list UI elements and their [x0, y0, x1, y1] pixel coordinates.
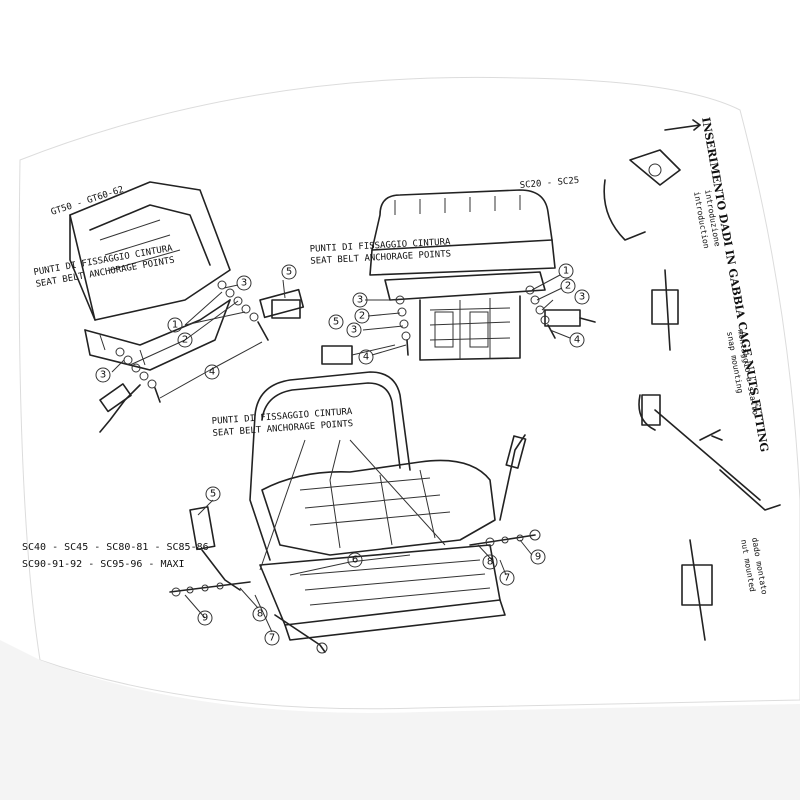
svg-text:5: 5	[286, 267, 292, 278]
seat-sc40	[249, 371, 527, 654]
callout-5-tl: 5	[281, 264, 297, 280]
svg-text:7: 7	[504, 573, 510, 584]
callout-5-sc40: 5	[205, 486, 221, 502]
svg-text:8: 8	[257, 609, 263, 620]
svg-text:3: 3	[100, 370, 106, 381]
callout-8-sc40-l: 8	[252, 606, 268, 622]
callout-3-sc20-a: 3	[352, 292, 368, 308]
seat-sc20	[369, 189, 556, 361]
models-bottom-line1: SC40 - SC45 - SC80-81 - SC85-86	[22, 542, 209, 553]
svg-text:1: 1	[563, 266, 569, 277]
svg-text:2: 2	[182, 335, 188, 346]
svg-text:3: 3	[351, 325, 357, 336]
svg-text:2: 2	[565, 281, 571, 292]
svg-text:5: 5	[333, 317, 339, 328]
svg-text:2: 2	[359, 311, 365, 322]
hardware-sc40-left	[169, 506, 251, 597]
callout-3-sc20-r: 3	[574, 289, 590, 305]
callout-4-tl: 4	[204, 364, 220, 380]
step-introduction-figure	[603, 119, 701, 241]
callout-3-tl-b: 3	[95, 367, 111, 383]
callout-1-sc20-r: 1	[558, 263, 574, 279]
svg-text:5: 5	[210, 489, 216, 500]
paper-shadow	[0, 640, 800, 800]
callout-1-tl: 1	[167, 317, 183, 333]
callout-7-sc40-r: 7	[499, 570, 515, 586]
svg-text:9: 9	[535, 552, 541, 563]
callout-2-sc20-r: 2	[560, 278, 576, 294]
models-bottom: SC40 - SC45 - SC80-81 - SC85-86 SC90-91-…	[22, 542, 209, 570]
models-bottom-line2: SC90-91-92 - SC95-96 - MAXI	[22, 559, 185, 570]
callout-3-tl-a: 3	[236, 275, 252, 291]
svg-text:4: 4	[209, 367, 215, 378]
paper-sheet	[18, 76, 800, 710]
callout-7-sc40-l: 7	[264, 630, 280, 646]
step-mounted-figure	[681, 539, 713, 641]
svg-text:1: 1	[172, 320, 178, 331]
svg-text:3: 3	[357, 295, 363, 306]
callout-4-sc20-l: 4	[358, 349, 374, 365]
svg-text:6: 6	[352, 555, 358, 566]
callout-2-sc20-l: 2	[354, 308, 370, 324]
seat-gt50	[69, 181, 231, 371]
callout-5-sc20-l: 5	[328, 314, 344, 330]
callout-8-sc40-r: 8	[482, 554, 498, 570]
callout-4-sc20-r: 4	[569, 332, 585, 348]
callout-2-tl: 2	[177, 332, 193, 348]
svg-text:7: 7	[269, 633, 275, 644]
hardware-stack-top-left	[217, 280, 305, 341]
svg-text:4: 4	[363, 352, 369, 363]
svg-text:9: 9	[202, 613, 208, 624]
callout-9-sc40-r: 9	[530, 549, 546, 565]
hardware-sc20-left	[321, 295, 411, 365]
svg-text:8: 8	[487, 557, 493, 568]
anchorage-lines-bottom	[259, 439, 446, 571]
svg-text:4: 4	[574, 335, 580, 346]
leader-lines-sc20	[362, 274, 571, 356]
hardware-sc40-right	[469, 529, 541, 547]
leader-lines-top-left	[111, 279, 286, 399]
callout-9-sc40-l: 9	[197, 610, 213, 626]
hardware-stack-bottom-left	[99, 347, 161, 433]
svg-text:3: 3	[241, 278, 247, 289]
step-snap-figure	[638, 269, 781, 511]
svg-text:3: 3	[579, 292, 585, 303]
hardware-sc20-right	[525, 285, 596, 339]
leader-lines-sc40	[184, 499, 533, 633]
callout-6-sc40: 6	[347, 552, 363, 568]
callout-3-sc20-b: 3	[346, 322, 362, 338]
